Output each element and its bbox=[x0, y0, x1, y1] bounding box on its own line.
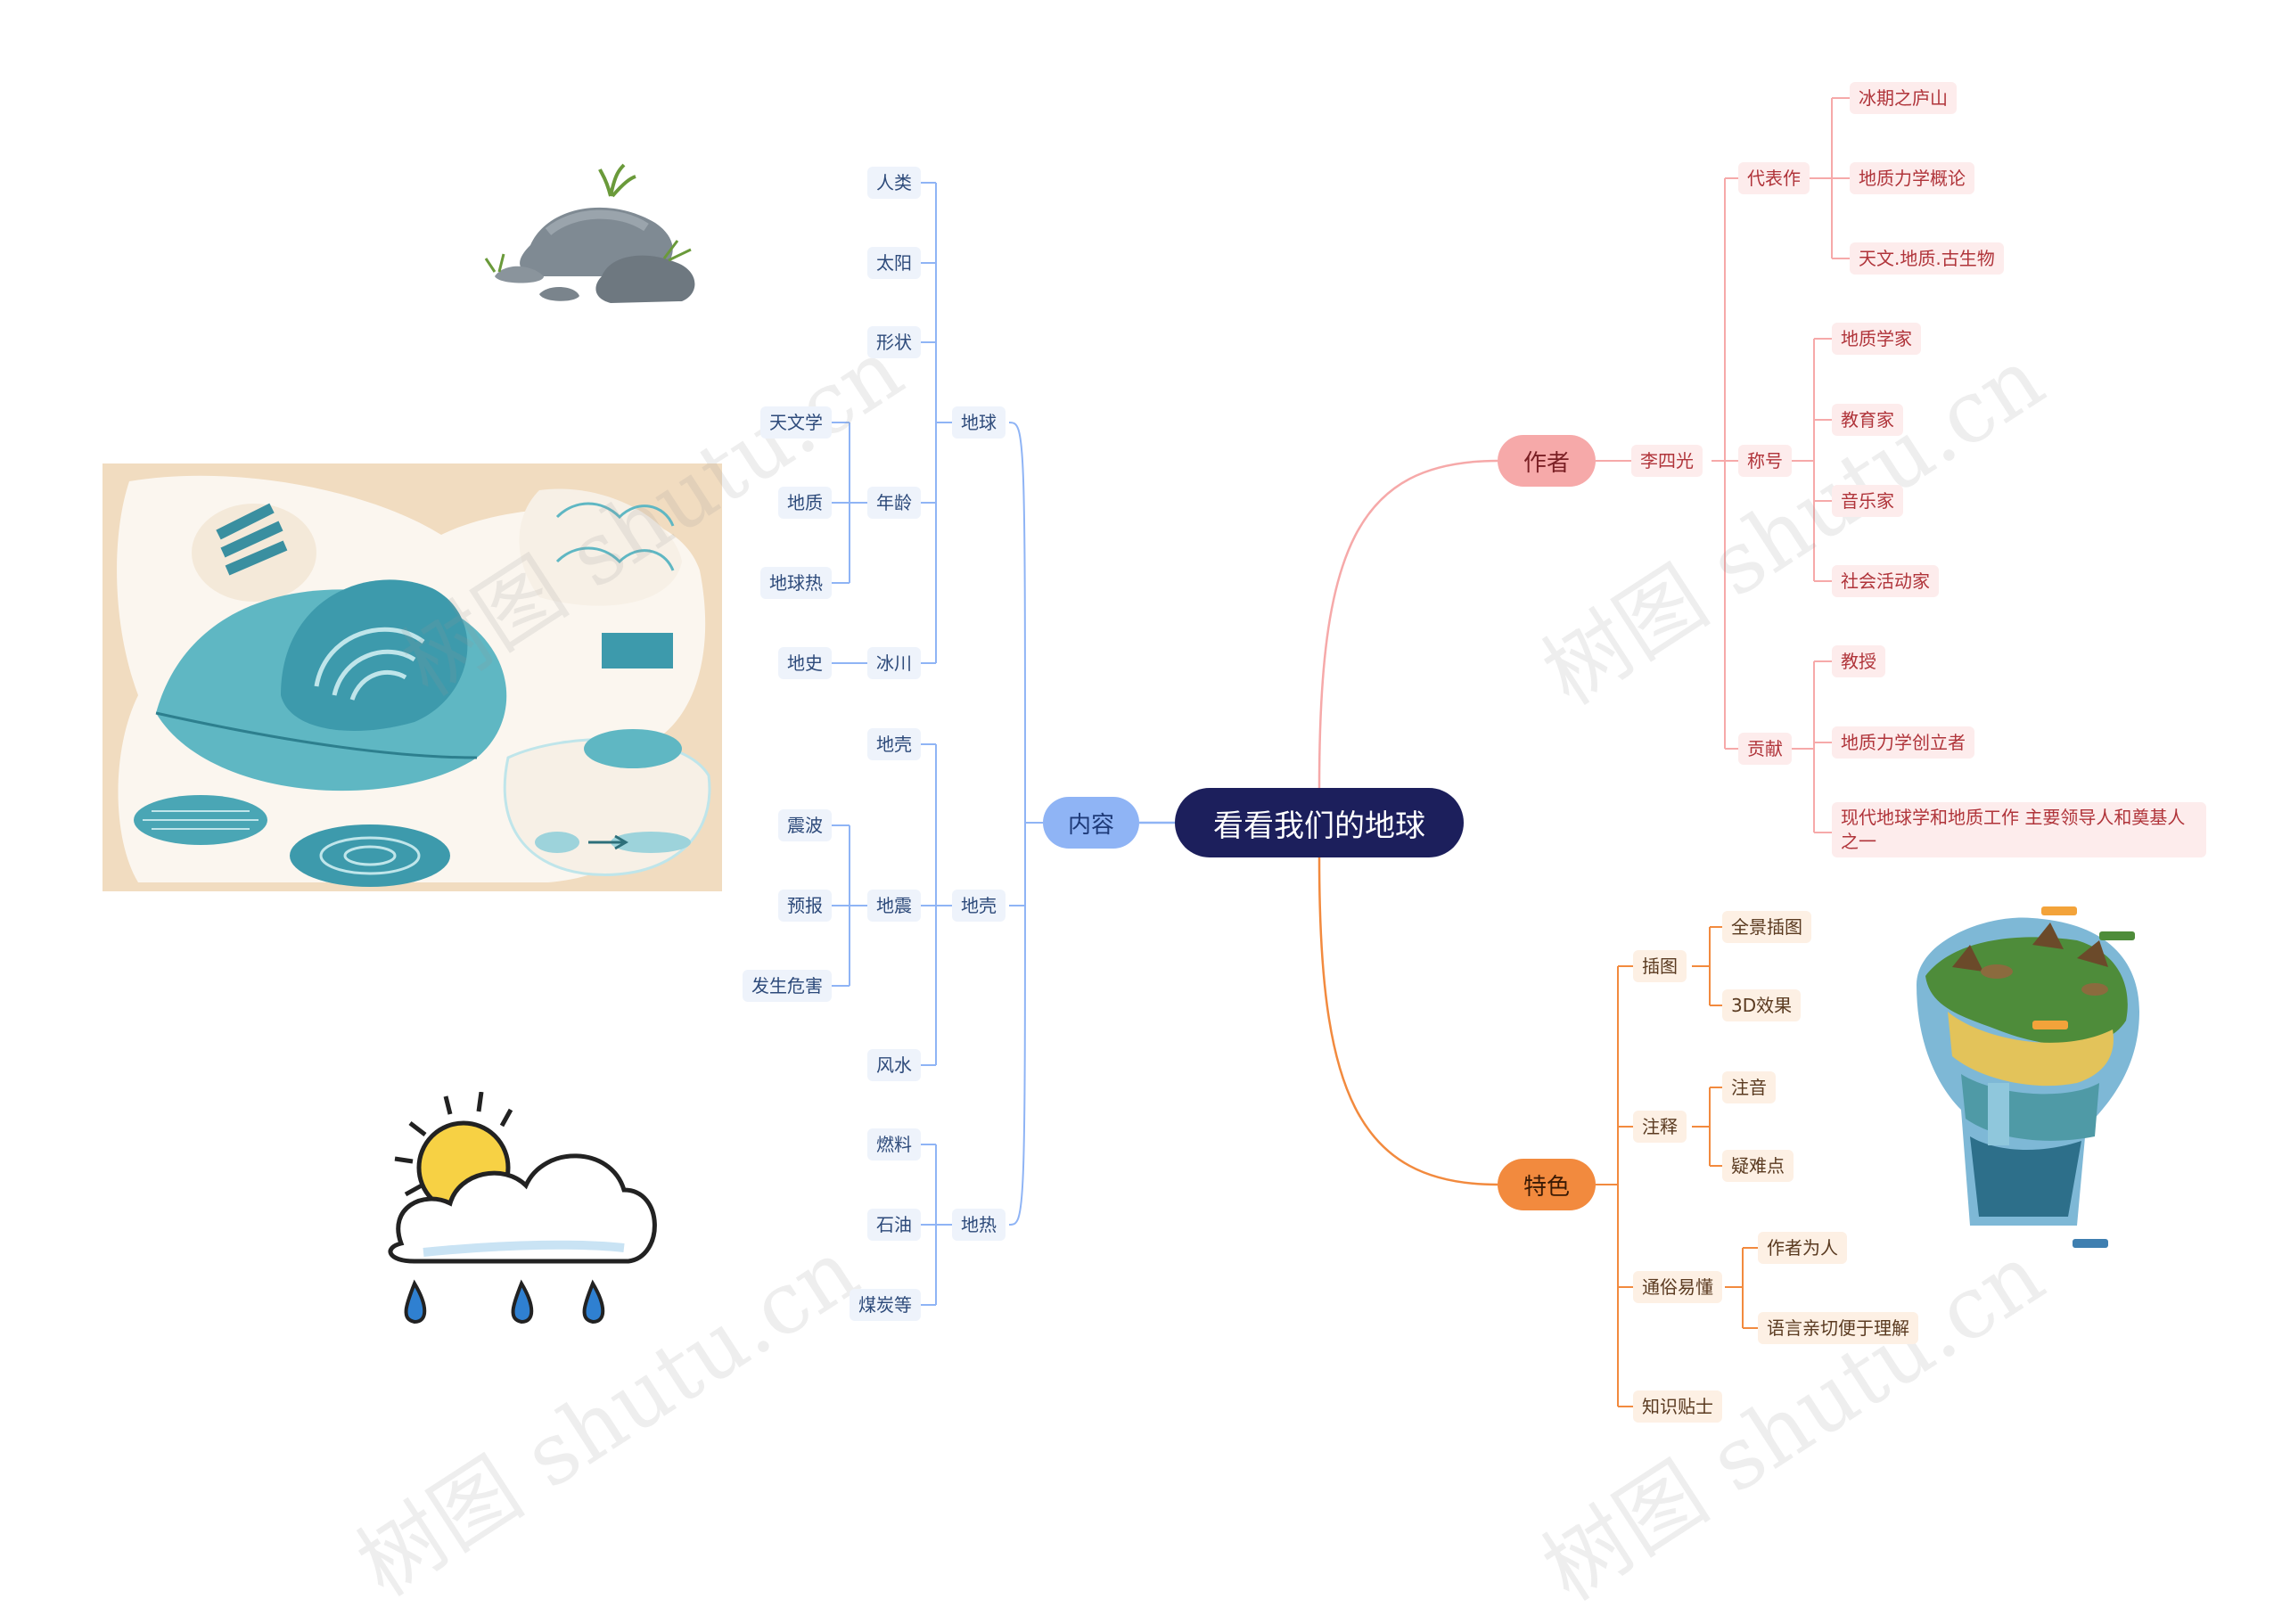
branch-author[interactable]: 作者 bbox=[1498, 435, 1596, 487]
rock-illustration bbox=[477, 160, 726, 321]
node-li-siguang[interactable]: 李四光 bbox=[1631, 445, 1703, 477]
root-node[interactable]: 看看我们的地球 bbox=[1175, 788, 1464, 857]
node-age[interactable]: 年龄 bbox=[867, 487, 921, 519]
node-plain[interactable]: 通俗易懂 bbox=[1633, 1271, 1722, 1303]
node-oil[interactable]: 石油 bbox=[867, 1209, 921, 1241]
branch-content[interactable]: 内容 bbox=[1043, 797, 1139, 849]
node-title-3[interactable]: 音乐家 bbox=[1832, 485, 1903, 517]
node-titles[interactable]: 称号 bbox=[1738, 445, 1792, 477]
node-title-4[interactable]: 社会活动家 bbox=[1832, 565, 1939, 597]
node-sun[interactable]: 太阳 bbox=[867, 247, 921, 279]
node-human[interactable]: 人类 bbox=[867, 167, 921, 199]
geologic-time-illustration bbox=[1899, 905, 2153, 1257]
node-title-1[interactable]: 地质学家 bbox=[1832, 323, 1921, 355]
node-works[interactable]: 代表作 bbox=[1738, 162, 1810, 194]
node-phonetic[interactable]: 注音 bbox=[1722, 1071, 1776, 1103]
node-earth-heat[interactable]: 地球热 bbox=[760, 567, 832, 599]
node-illustration[interactable]: 插图 bbox=[1633, 950, 1687, 982]
node-forecast[interactable]: 预报 bbox=[778, 890, 832, 922]
node-fengshui[interactable]: 风水 bbox=[867, 1049, 921, 1081]
node-work-1[interactable]: 冰期之庐山 bbox=[1850, 82, 1957, 114]
node-earth[interactable]: 地球 bbox=[952, 406, 1006, 439]
node-work-2[interactable]: 地质力学概论 bbox=[1850, 162, 1974, 194]
node-contrib-1[interactable]: 教授 bbox=[1832, 645, 1885, 677]
node-contrib-3[interactable]: 现代地球学和地质工作 主要领导人和奠基人之一 bbox=[1832, 802, 2206, 857]
node-annotation[interactable]: 注释 bbox=[1633, 1111, 1687, 1143]
node-contribution[interactable]: 贡献 bbox=[1738, 733, 1792, 765]
node-3d[interactable]: 3D效果 bbox=[1722, 989, 1801, 1021]
branch-feature[interactable]: 特色 bbox=[1498, 1159, 1596, 1210]
node-fuel[interactable]: 燃料 bbox=[867, 1128, 921, 1161]
node-panorama[interactable]: 全景插图 bbox=[1722, 911, 1811, 943]
node-crust[interactable]: 地壳 bbox=[952, 890, 1006, 922]
node-title-2[interactable]: 教育家 bbox=[1832, 404, 1903, 436]
node-tips[interactable]: 知识贴士 bbox=[1633, 1390, 1722, 1423]
node-friendly-language[interactable]: 语言亲切便于理解 bbox=[1758, 1312, 1918, 1344]
node-crust-sub[interactable]: 地壳 bbox=[867, 728, 921, 760]
node-geothermal[interactable]: 地热 bbox=[952, 1209, 1006, 1241]
node-seismic-wave[interactable]: 震波 bbox=[778, 809, 832, 841]
node-coal[interactable]: 煤炭等 bbox=[850, 1289, 921, 1321]
node-earth-history[interactable]: 地史 bbox=[778, 647, 832, 679]
node-hazard[interactable]: 发生危害 bbox=[743, 970, 832, 1002]
node-earthquake[interactable]: 地震 bbox=[867, 890, 921, 922]
node-geology[interactable]: 地质 bbox=[778, 487, 832, 519]
node-work-3[interactable]: 天文.地质.古生物 bbox=[1850, 242, 2004, 275]
node-astronomy[interactable]: 天文学 bbox=[760, 406, 832, 439]
node-difficulty[interactable]: 疑难点 bbox=[1722, 1150, 1794, 1182]
node-glacier[interactable]: 冰川 bbox=[867, 647, 921, 679]
weather-icon bbox=[379, 1092, 664, 1333]
node-shape[interactable]: 形状 bbox=[867, 326, 921, 358]
node-author-character[interactable]: 作者为人 bbox=[1758, 1232, 1847, 1264]
node-contrib-2[interactable]: 地质力学创立者 bbox=[1832, 726, 1974, 759]
